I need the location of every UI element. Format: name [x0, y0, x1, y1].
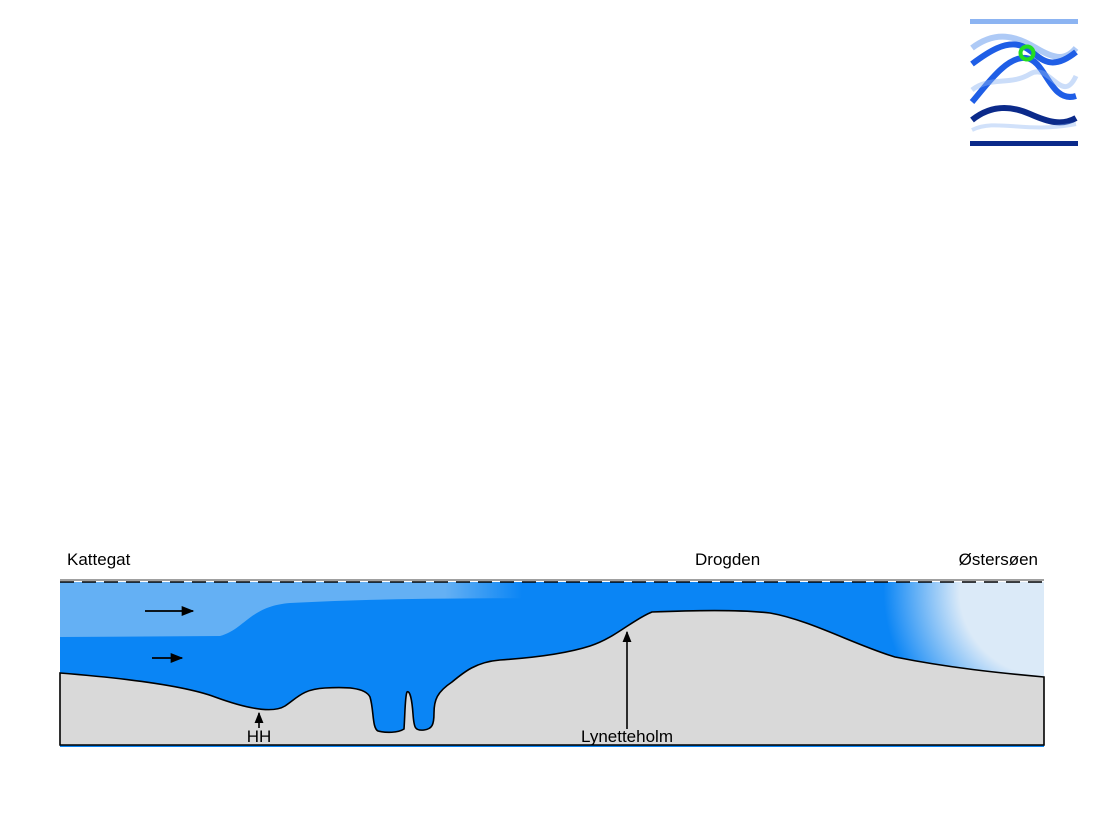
label-kattegat: Kattegat: [67, 550, 131, 569]
logo-bottom-bar: [970, 141, 1078, 146]
logo: [966, 16, 1082, 150]
label-hh: HH: [247, 727, 272, 746]
label-drogden: Drogden: [695, 550, 760, 569]
logo-waves-icon: [969, 19, 1079, 146]
label-ostersoen: Østersøen: [959, 550, 1038, 569]
logo-wave-faint: [970, 69, 1079, 93]
logo-wave-mid-upper: [970, 41, 1078, 67]
logo-top-bar: [970, 19, 1078, 24]
logo-wave-mid: [969, 55, 1077, 104]
logo-accent-ring: [1018, 44, 1036, 62]
label-lynetteholm: Lynetteholm: [581, 727, 673, 746]
surface-water-layer: [60, 582, 760, 637]
seabed: [59, 609, 1045, 746]
logo-wave-faint-low: [971, 122, 1077, 132]
strait-cross-section: Kattegat Drogden Østersøen HH Lynettehol…: [59, 550, 1045, 747]
logo-wave-dark: [970, 104, 1078, 126]
